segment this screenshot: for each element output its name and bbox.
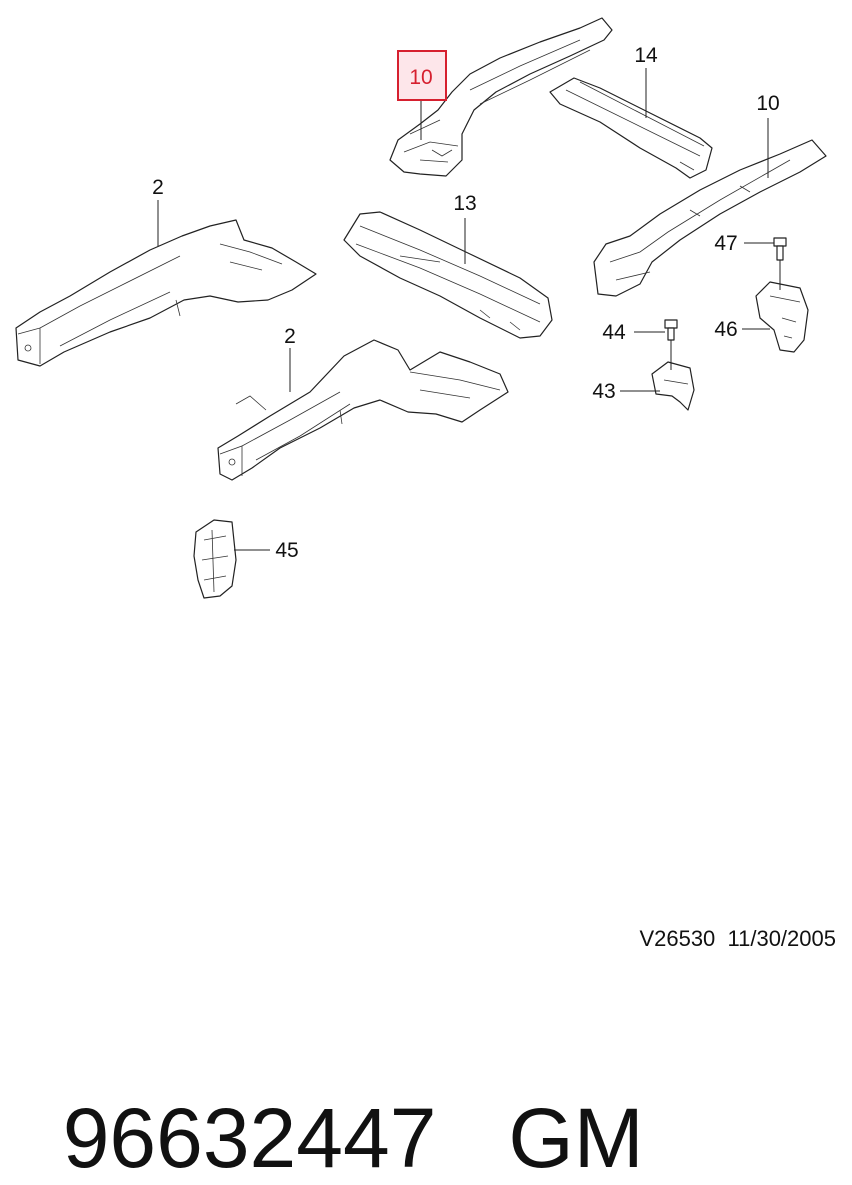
callout-2-upper[interactable]: 2 [152, 176, 164, 199]
callout-43[interactable]: 43 [592, 380, 615, 403]
callout-45[interactable]: 45 [275, 539, 298, 562]
part-14[interactable] [549, 77, 713, 179]
leader-lines [157, 68, 781, 551]
callout-47[interactable]: 47 [714, 232, 737, 255]
callout-13[interactable]: 13 [453, 192, 476, 215]
selected-callout-highlight [397, 50, 447, 101]
parts-diagram: 10 14 10 2 13 47 2 44 46 43 45 [15, 17, 827, 599]
callout-10-right[interactable]: 10 [756, 92, 779, 115]
callout-14[interactable]: 14 [634, 44, 658, 67]
part-46-bracket[interactable] [755, 281, 809, 353]
brand-name: GM [508, 1091, 644, 1185]
part-47-bolt[interactable] [773, 237, 787, 261]
callout-10-upper[interactable]: 10 [409, 66, 432, 89]
part-44-bolt[interactable] [664, 319, 678, 341]
part-number: 96632447 [62, 1091, 437, 1185]
part-13[interactable] [343, 211, 553, 339]
diagram-reference-code: V26530 11/30/2005 [639, 926, 836, 951]
part-43-bracket[interactable] [651, 361, 695, 411]
callout-2-lower[interactable]: 2 [284, 325, 296, 348]
part-45-reinforcement[interactable] [193, 519, 237, 599]
part-2-upper[interactable] [15, 219, 317, 367]
part-2-lower[interactable] [217, 339, 509, 481]
part-10-right[interactable] [593, 139, 827, 297]
callout-44[interactable]: 44 [602, 321, 626, 344]
callout-46[interactable]: 46 [714, 318, 737, 341]
